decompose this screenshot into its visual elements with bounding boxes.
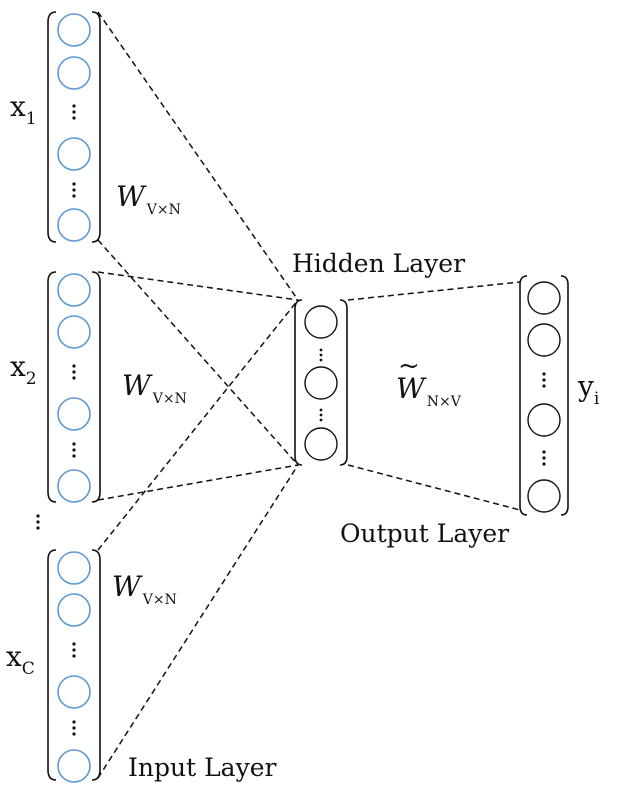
input-node [57,273,91,307]
vertical-ellipsis [542,450,546,466]
line-xc-top-to-hidden [97,299,299,551]
input-node [57,397,91,431]
vertical-ellipsis [72,182,76,198]
input-node [57,137,91,171]
vertical-ellipsis [72,104,76,120]
vertical-ellipsis [542,372,546,388]
input-node [57,749,91,783]
left-bracket [519,275,528,516]
input-node [57,13,91,47]
vertical-ellipsis [72,642,76,658]
input-node [57,208,91,242]
input-node [57,551,91,585]
input-vector-x2 [47,271,101,503]
weight-accent-tilde: ~ [398,351,420,381]
vertical-ellipsis [72,720,76,736]
hidden-layer-label: Hidden Layer [292,249,465,278]
line-hidden-bottom-to-output [347,464,521,511]
hidden-layer-vector [294,299,348,466]
line-x2-bottom-to-hidden [97,464,299,501]
vertical-ellipsis-between-inputs [36,514,40,530]
input-layer-label: Input Layer [128,753,276,782]
input-node [57,56,91,90]
input-node [57,593,91,627]
left-bracket [47,11,57,243]
vertical-ellipsis [319,348,323,362]
output-node [527,479,561,513]
output-label-yi: yi [577,370,600,409]
left-bracket [47,549,57,781]
vertical-ellipsis [72,364,76,380]
input-label-x1: x1 [10,90,37,129]
line-x2-top-to-hidden [97,271,299,301]
right-bracket [91,549,101,781]
input-label-x2: x2 [10,350,37,389]
output-node [527,323,561,357]
output-node [527,281,561,315]
hidden-node [304,305,338,339]
input-node [57,675,91,709]
right-bracket [91,271,101,503]
line-xc-bottom-to-hidden [97,464,299,779]
hidden-node [304,427,338,461]
vertical-ellipsis [72,442,76,458]
input-node [57,469,91,503]
left-bracket [47,271,57,503]
right-bracket [339,299,348,466]
hidden-node [304,366,338,400]
output-node [527,403,561,437]
input-vector-x1 [47,11,101,243]
line-x1-bottom-to-hidden [97,239,299,466]
input-label-xc: xC [6,640,35,679]
output-layer-label: Output Layer [340,519,509,548]
input-node [57,315,91,349]
right-bracket [560,275,569,516]
input-vector-xc [47,549,101,783]
left-bracket [294,299,303,466]
vertical-ellipsis [319,408,323,422]
connection-lines [97,11,521,779]
line-x1-top-to-hidden [97,11,299,301]
output-layer-vector [519,275,569,516]
line-hidden-top-to-output [347,281,521,301]
right-bracket [91,11,101,243]
